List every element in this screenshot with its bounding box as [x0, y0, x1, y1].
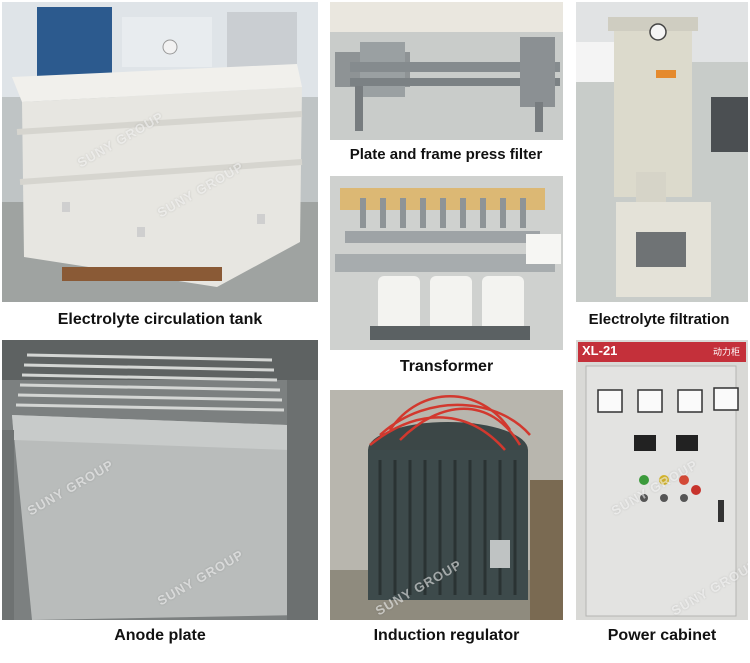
- photo-electrolyte-filtration: [576, 2, 748, 302]
- photo-transformer: [330, 176, 563, 350]
- anode-plate-illustration: [2, 340, 318, 620]
- tank-illustration: [2, 2, 318, 302]
- photo-electrolyte-circulation-tank: SUNY GROUP SUNY GROUP: [2, 2, 318, 302]
- photo-anode-plate: SUNY GROUP SUNY GROUP: [2, 340, 318, 620]
- induction-regulator-illustration: [330, 390, 563, 620]
- photo-induction-regulator: SUNY GROUP: [330, 390, 563, 620]
- caption-transformer: Transformer: [399, 358, 494, 375]
- cabinet-tag: 动力柜: [712, 348, 740, 358]
- filtration-illustration: [576, 2, 748, 302]
- power-cabinet-illustration: [576, 340, 748, 620]
- photo-plate-and-frame-press-filter: [330, 2, 563, 140]
- cabinet-label: XL-21: [582, 343, 618, 358]
- caption-electrolyte-filtration: Electrolyte filtration: [588, 311, 730, 328]
- press-filter-illustration: [330, 2, 563, 140]
- caption-power-cabinet: Power cabinet: [607, 627, 717, 644]
- photo-power-cabinet: XL-21 动力柜 SUNY GROUP SUNY GROUP: [576, 340, 748, 620]
- caption-induction-regulator: Induction regulator: [373, 627, 520, 644]
- transformer-illustration: [330, 176, 563, 350]
- caption-electrolyte-circulation-tank: Electrolyte circulation tank: [57, 311, 263, 328]
- caption-plate-and-frame-press-filter: Plate and frame press filter: [349, 146, 543, 163]
- caption-anode-plate: Anode plate: [114, 627, 206, 644]
